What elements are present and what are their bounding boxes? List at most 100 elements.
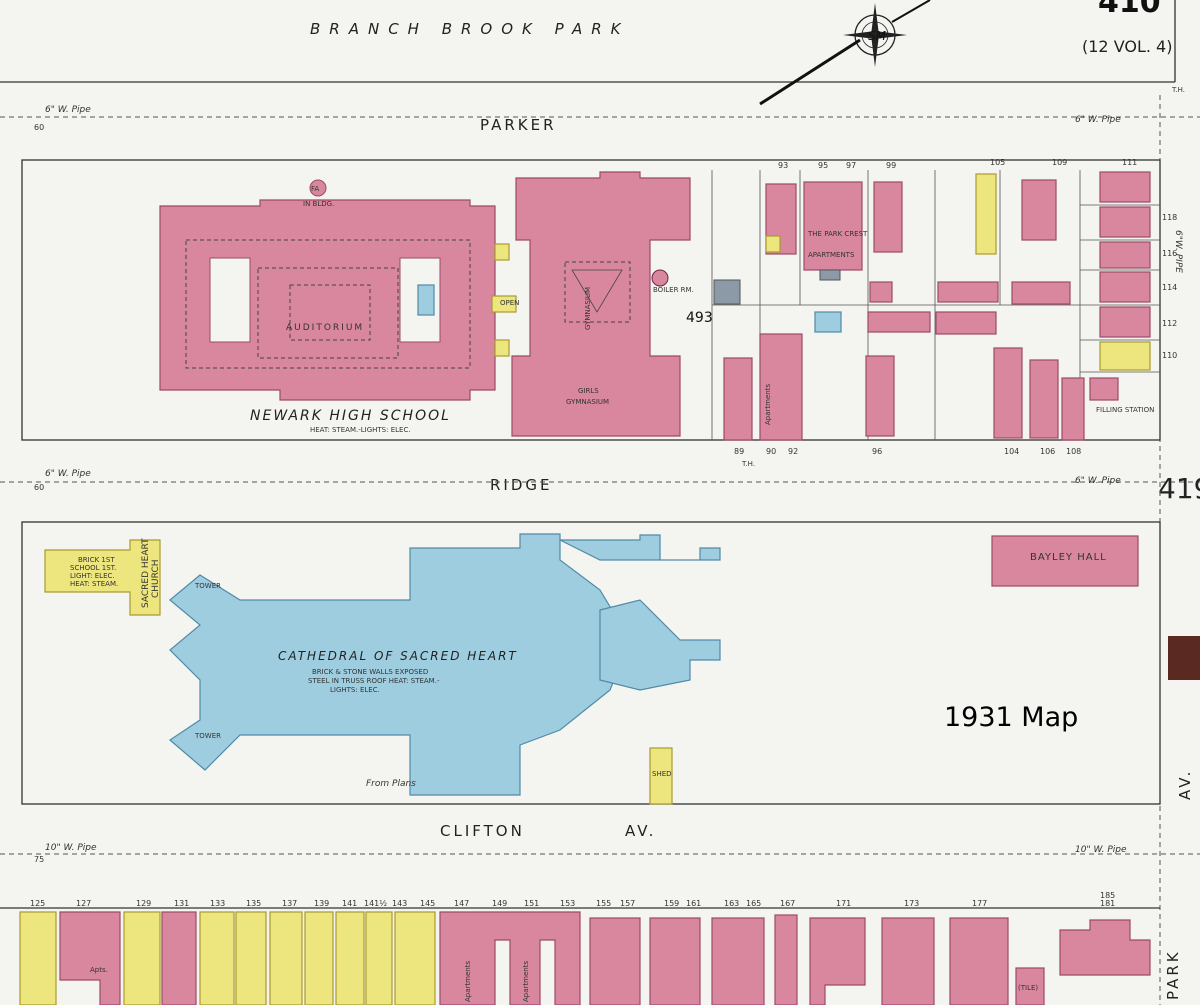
pipe-label-ridge-west: 6" W. Pipe [45, 469, 91, 479]
lot-number: 161 [686, 899, 701, 908]
high-school-note: HEAT: STEAM.-LIGHTS: ELEC. [310, 426, 411, 434]
lot-number: 129 [136, 899, 151, 908]
tower-label-north: TOWER [194, 582, 221, 590]
lot-number: 173 [904, 899, 919, 908]
in-building-label: IN BLDG. [303, 200, 334, 208]
lot-number: 99 [886, 161, 896, 170]
bayley-hall-label: BAYLEY HALL [1030, 552, 1107, 563]
street-label-park-av: PARK [1164, 949, 1182, 1000]
th-label-ridge: T.H. [741, 460, 755, 468]
tower-label-south: TOWER [194, 732, 221, 740]
sheet-number: 410 [1098, 0, 1161, 20]
lot-number: 90 [766, 447, 776, 456]
cathedral-note-2: STEEL IN TRUSS ROOF HEAT: STEAM.- [308, 677, 440, 685]
lot-number: 177 [972, 899, 987, 908]
lower-block-buildings: Apts. Apartments Apartments [19, 911, 1151, 1005]
filling-station-label: FILLING STATION [1096, 406, 1154, 414]
lot-number: 157 [620, 899, 635, 908]
lot-number: 133 [210, 899, 225, 908]
lot-number: 104 [1004, 447, 1019, 456]
block-493-dwellings: THE PARK CREST APARTMENTS Apartments FIL… [713, 171, 1154, 441]
street-label-ridge: RIDGE [490, 476, 553, 494]
shed-label: SHED [652, 770, 672, 778]
pipe-label-clifton-east: 10" W. Pipe [1075, 845, 1127, 855]
school-note-1: BRICK 1ST [78, 556, 115, 564]
street-label-park-av-suffix: AV. [1176, 769, 1194, 800]
lot-number: 114 [1162, 283, 1177, 292]
upper-lot-numbers: 93 95 97 99 105 109 111 89 90 92 96 104 … [734, 158, 1177, 456]
street-width-parker: 60 [34, 123, 44, 132]
cathedral-of-sacred-heart: CATHEDRAL OF SACRED HEART BRICK & STONE … [169, 533, 721, 796]
pipe-label-parker-west: 6" W. Pipe [45, 105, 91, 115]
street-label-parker: PARKER [480, 116, 557, 134]
lot-number: 159 [664, 899, 679, 908]
lot-number: 165 [746, 899, 761, 908]
lot-number: 141½ [364, 899, 387, 908]
lot-number: 149 [492, 899, 507, 908]
gymnasium-building: GYMNASIUM GIRLS GYMNASIUM BOILER RM. OPE… [500, 171, 694, 437]
girls-gym-label-2: GYMNASIUM [566, 398, 609, 406]
lot-number: 112 [1162, 319, 1177, 328]
block-number-493: 493 [686, 310, 713, 326]
lot-number: 111 [1122, 158, 1137, 167]
tile-label: (TILE) [1018, 984, 1038, 992]
newark-high-school: FA IN BLDG. AUDITORIUM NEWARK HIGH SCHOO… [159, 179, 517, 434]
lot-number: 97 [846, 161, 856, 170]
sacred-heart-label-2: CHURCH [151, 560, 161, 599]
lot-number: 143 [392, 899, 407, 908]
cathedral-note-1: BRICK & STONE WALLS EXPOSED [312, 668, 428, 676]
park-name-label: BRANCH BROOK PARK [310, 20, 629, 38]
lot-number: 127 [76, 899, 91, 908]
lot-number: 89 [734, 447, 744, 456]
lot-number: 139 [314, 899, 329, 908]
lot-number: 110 [1162, 351, 1177, 360]
block-493-outline [21, 159, 1161, 441]
lot-number: 92 [788, 447, 798, 456]
lot-number: 151 [524, 899, 539, 908]
north-arrow-tail [891, 0, 931, 23]
lot-number: 96 [872, 447, 882, 456]
school-note-3: LIGHT: ELEC. [70, 572, 115, 580]
volume-label: (12 VOL. 4) [1082, 37, 1172, 56]
compass-monogram: SM [868, 29, 887, 43]
lower-lot-numbers: 125 127 129 131 133 135 137 139 141 141½… [30, 891, 1115, 908]
lot-number: 109 [1052, 158, 1067, 167]
apartments-label-lower-1: Apartments [464, 961, 472, 1002]
street-width-ridge: 60 [34, 483, 44, 492]
north-arrow-icon [759, 38, 861, 106]
lot-number: 106 [1040, 447, 1055, 456]
open-label: OPEN [500, 299, 519, 307]
shed-building: SHED [649, 747, 673, 805]
street-width-clifton: 75 [34, 855, 44, 864]
lot-number: 135 [246, 899, 261, 908]
lot-number: 137 [282, 899, 297, 908]
lot-number: 155 [596, 899, 611, 908]
lot-number: 95 [818, 161, 828, 170]
fire-alarm-label: FA [311, 185, 319, 193]
lot-number: 131 [174, 899, 189, 908]
boiler-room-label: BOILER RM. [653, 286, 694, 294]
cathedral-note-3: LIGHTS: ELEC. [330, 686, 380, 694]
map-year-label: 1931 Map [944, 702, 1078, 733]
school-note-4: HEAT: STEAM. [70, 580, 118, 588]
gymnasium-label: GYMNASIUM [584, 287, 592, 330]
pipe-label-parker-east: 6" W. Pipe [1075, 115, 1121, 125]
lot-number: 147 [454, 899, 469, 908]
cathedral-label: CATHEDRAL OF SACRED HEART [278, 649, 518, 663]
sacred-heart-label-1: SACRED HEART [141, 538, 151, 608]
sacred-heart-school: BRICK 1ST SCHOOL 1ST. LIGHT: ELEC. HEAT:… [44, 538, 161, 616]
lot-number: 171 [836, 899, 851, 908]
lot-number: 145 [420, 899, 435, 908]
lot-number: 116 [1162, 249, 1177, 258]
lot-number: 125 [30, 899, 45, 908]
lot-number: 163 [724, 899, 739, 908]
lot-number: 181 [1100, 899, 1115, 908]
lot-number: 118 [1162, 213, 1177, 222]
lot-number: 167 [780, 899, 795, 908]
lot-number: 105 [990, 158, 1005, 167]
from-plans-label: From Plans [366, 779, 416, 789]
pipe-label-clifton-west: 10" W. Pipe [45, 843, 97, 853]
high-school-label: NEWARK HIGH SCHOOL [250, 408, 451, 424]
lot-number: 93 [778, 161, 788, 170]
